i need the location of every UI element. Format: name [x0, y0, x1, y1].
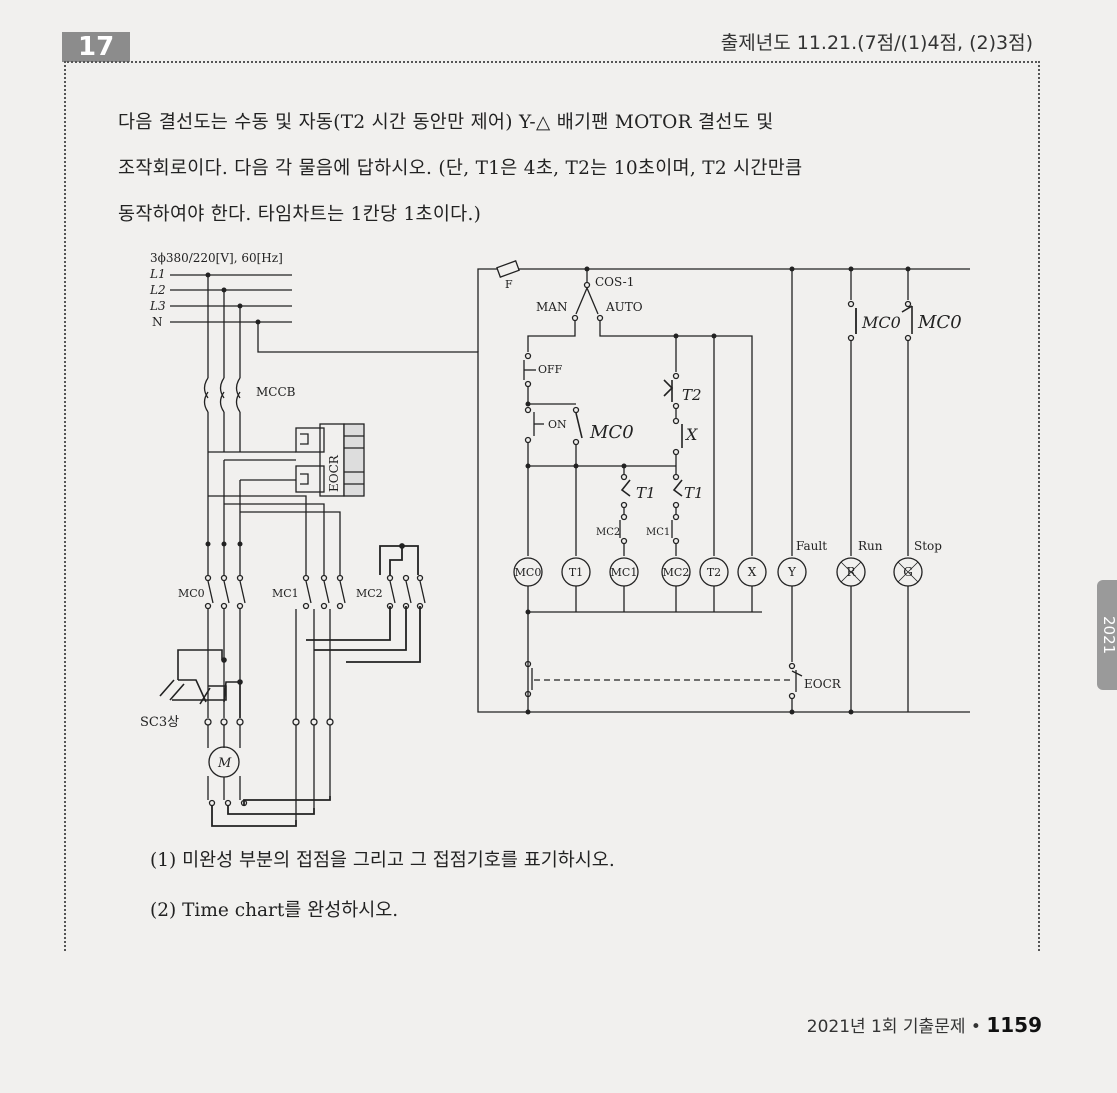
mc1-main-contacts [295, 574, 346, 720]
handwritten-t1-a: T1 [636, 484, 656, 502]
mccb-label: MCCB [256, 385, 296, 399]
interlock-mc2-label: MC2 [596, 527, 620, 538]
eocr-relay [295, 423, 365, 497]
page-footer: 2021년 1회 기출문제 • 1159 [807, 1012, 1042, 1037]
lamp-r: R [846, 565, 856, 579]
handwritten-stop-mc0: MC0 [917, 312, 962, 333]
fuse-label: F [505, 278, 513, 291]
man-label: MAN [536, 300, 567, 314]
mc1-main-label: MC1 [272, 587, 299, 600]
coil-x: X [748, 565, 757, 579]
coil-mc0: MC0 [515, 566, 542, 579]
handwritten-run-mc0: MC0 [861, 313, 901, 332]
question-text: 다음 결선도는 수동 및 자동(T2 시간 동안만 제어) Y-△ 배기팬 MO… [118, 100, 998, 238]
line-label-l2: L2 [149, 283, 166, 297]
auto-label: AUTO [605, 300, 643, 314]
mc2-main-label: MC2 [356, 587, 383, 600]
supply-label: 3ϕ380/220[V], 60[Hz] [150, 251, 283, 265]
question-frame [64, 61, 1040, 951]
handwritten-x: X [684, 425, 698, 444]
motor-label: M [217, 756, 232, 771]
cos-label: COS-1 [595, 275, 634, 289]
subquestion-1: (1) 미완성 부분의 접점을 그리고 그 접점기호를 표기하시오. [150, 850, 615, 871]
page-number: 1159 [986, 1013, 1042, 1037]
eocr-contact-label: EOCR [804, 677, 842, 691]
run-label: Run [858, 539, 883, 553]
handwritten-t1-b: T1 [684, 484, 704, 502]
year-side-tab: 2021 [1097, 580, 1117, 690]
line-label-l3: L3 [149, 299, 166, 313]
coil-mc1: MC1 [611, 566, 638, 579]
handwritten-mc2-wiring [306, 543, 421, 663]
question-line-3: 동작하여야 한다. 타임차트는 1칸당 1초이다.) [118, 204, 482, 225]
coil-mc2: MC2 [663, 566, 690, 579]
coil-t2: T2 [707, 566, 721, 579]
interlock-mc1-label: MC1 [646, 527, 670, 538]
on-label: ON [548, 418, 567, 431]
question-line-2: 조작회로이다. 다음 각 물음에 답하시오. (단, T1은 4초, T2는 1… [118, 158, 803, 179]
fuse-symbol [496, 260, 520, 278]
mc0-main-label: MC0 [178, 587, 205, 600]
handwritten-mc0-on: MC0 [589, 422, 634, 443]
handwritten-sc-label: SC3상 [140, 715, 179, 730]
lamp-g: G [903, 565, 913, 579]
footer-label: 2021년 1회 기출문제 • [806, 1017, 981, 1037]
stop-label: Stop [914, 539, 942, 553]
line-label-l1: L1 [149, 267, 166, 281]
question-line-1: 다음 결선도는 수동 및 자동(T2 시간 동안만 제어) Y-△ 배기팬 MO… [118, 112, 774, 133]
eocr-label: EOCR [327, 454, 341, 492]
mc2-main-contacts [386, 574, 426, 610]
lamp-y: Y [787, 565, 797, 579]
handwritten-sc-capacitor [159, 649, 243, 718]
handwritten-t2: T2 [682, 386, 702, 404]
question-number: 17 [62, 32, 130, 62]
exam-info: 출제년도 11.21.(7점/(1)4점, (2)3점) [720, 32, 1033, 54]
line-label-n: N [152, 315, 163, 329]
off-label: OFF [538, 363, 563, 376]
mccb-breaker [203, 377, 241, 452]
handwritten-motor-return [211, 796, 331, 827]
fault-label: Fault [796, 539, 827, 553]
coil-t1: T1 [569, 566, 583, 579]
subquestion-2: (2) Time chart를 완성하시오. [150, 900, 399, 921]
